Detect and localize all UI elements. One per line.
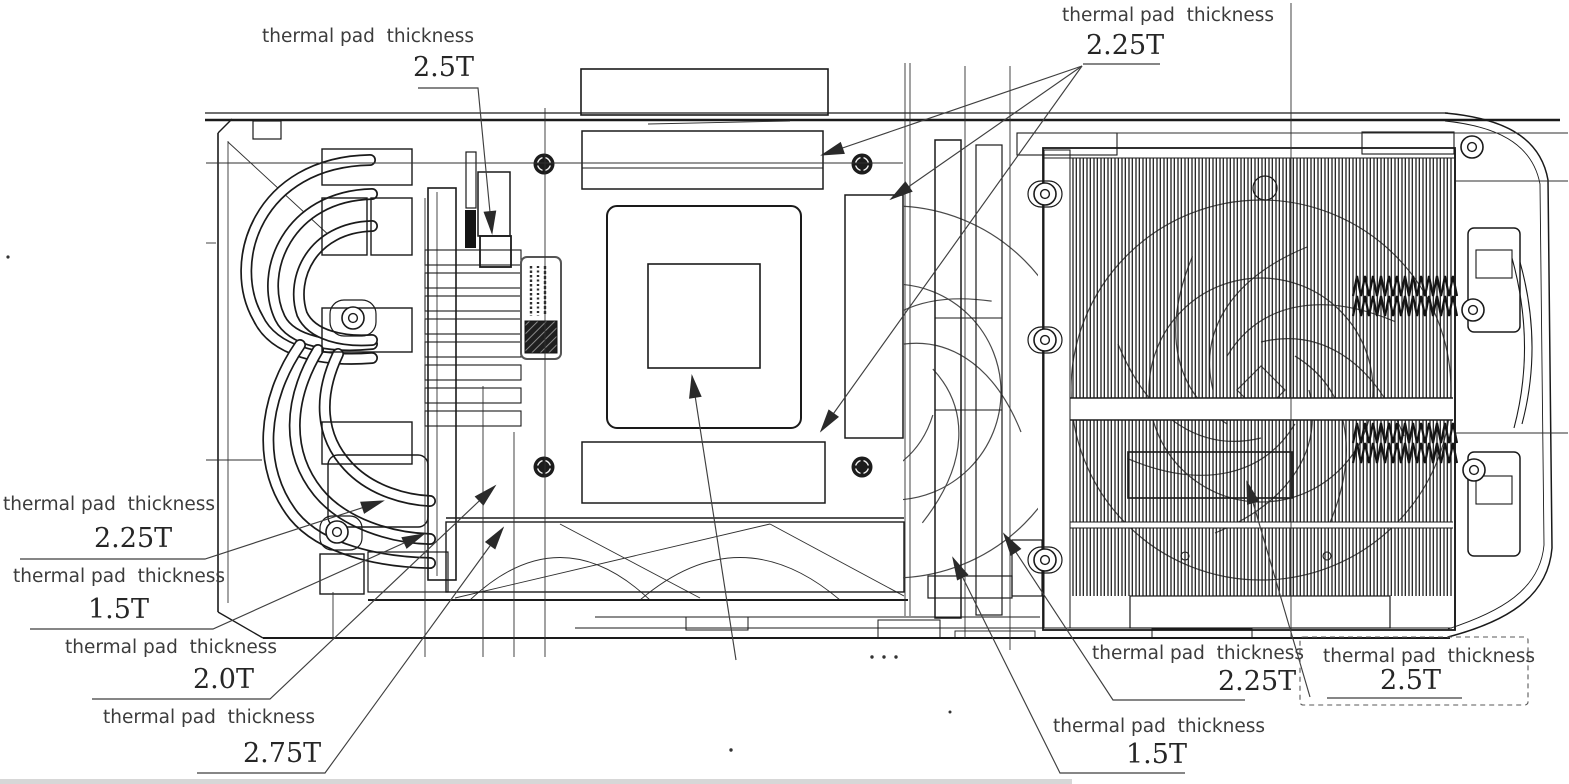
annotation-label: thermal pad thickness: [103, 707, 315, 728]
screw: [850, 152, 874, 176]
annotation-label: thermal pad thickness: [262, 26, 474, 47]
sticker-dark-square: [524, 320, 558, 354]
thermal-pad-top: [581, 130, 824, 190]
serial-sticker: [520, 256, 562, 360]
leader-2-25t-bottom: [1002, 532, 1245, 701]
annotation-label: thermal pad thickness: [1092, 643, 1304, 664]
left-bracket-column: [1043, 149, 1071, 629]
leader-gpu-die: [689, 374, 737, 661]
gpu-section: [532, 68, 904, 504]
gpu-package: [606, 205, 802, 429]
small-fin-strip: [927, 575, 1013, 599]
annotation-label: thermal pad thickness: [13, 566, 225, 587]
annotation-value: 2.5T: [413, 52, 474, 83]
screw: [532, 152, 556, 176]
annotation-value: 2.25T: [94, 523, 173, 554]
component-row: [424, 249, 522, 427]
fan-frame-bars: [927, 139, 1043, 619]
thermal-pad-bottom: [581, 441, 826, 504]
annotation-label: thermal pad thickness: [3, 494, 215, 515]
leader-2-75t-left: [197, 526, 505, 774]
heatsink-cutout: [1127, 451, 1293, 499]
annotation-label: thermal pad thickness: [1053, 716, 1265, 737]
leader-2-5t-top: [418, 87, 497, 235]
thermal-pad-right: [844, 194, 904, 439]
annotation-value: 2.5T: [1380, 665, 1441, 696]
leader-lines: [20, 63, 1529, 774]
leader-2-25t-b: [889, 65, 1083, 201]
screw: [1462, 458, 1486, 482]
screw: [532, 455, 556, 479]
leader-2-25t-c: [819, 65, 1083, 433]
screw-boss: [1027, 180, 1063, 574]
leader-2-25t-left: [20, 500, 385, 560]
leader-2-0t-left: [92, 484, 497, 700]
mounting-plate: [327, 454, 429, 528]
top-shroud-rect: [580, 68, 829, 116]
annotation-value: 2.25T: [1218, 666, 1297, 697]
leader-1-5t-bottom: [952, 556, 1185, 774]
thermal-pad-target-2-5t: [479, 235, 512, 268]
annotation-value: 2.0T: [193, 664, 254, 695]
vertical-pipe-bar: [427, 187, 457, 581]
window-edge-artifact: [0, 779, 1072, 784]
fin-array: [1016, 131, 1455, 629]
fin-blocks: [319, 148, 413, 595]
leader-2-25t-a: [820, 65, 1083, 156]
coil-springs: [1351, 275, 1459, 464]
left-section-heatpipes: [240, 148, 562, 595]
bottom-fin-strip: [367, 517, 908, 601]
annotation-value: 2.75T: [243, 738, 322, 769]
annotation-label: thermal pad thickness: [65, 637, 277, 658]
screw: [850, 455, 874, 479]
annotation-value: 1.5T: [88, 594, 149, 625]
annotation-value: 2.25T: [1086, 30, 1165, 61]
right-bracket: [1454, 135, 1521, 630]
heat-pipes: [240, 154, 436, 569]
right-heatsink: [1016, 131, 1521, 631]
annotation-label: thermal pad thickness: [1062, 5, 1274, 26]
small-components: [465, 151, 512, 268]
reference-dots: [6, 255, 952, 752]
gpu-die: [647, 263, 761, 369]
screw: [1460, 135, 1484, 159]
screw-boss: [319, 299, 377, 551]
annotation-value: 1.5T: [1126, 739, 1187, 770]
dashed-label-box: [1299, 636, 1529, 706]
annotation-label: thermal pad thickness: [1323, 646, 1535, 667]
leader-1-5t-left: [30, 533, 426, 630]
screw: [1461, 298, 1485, 322]
